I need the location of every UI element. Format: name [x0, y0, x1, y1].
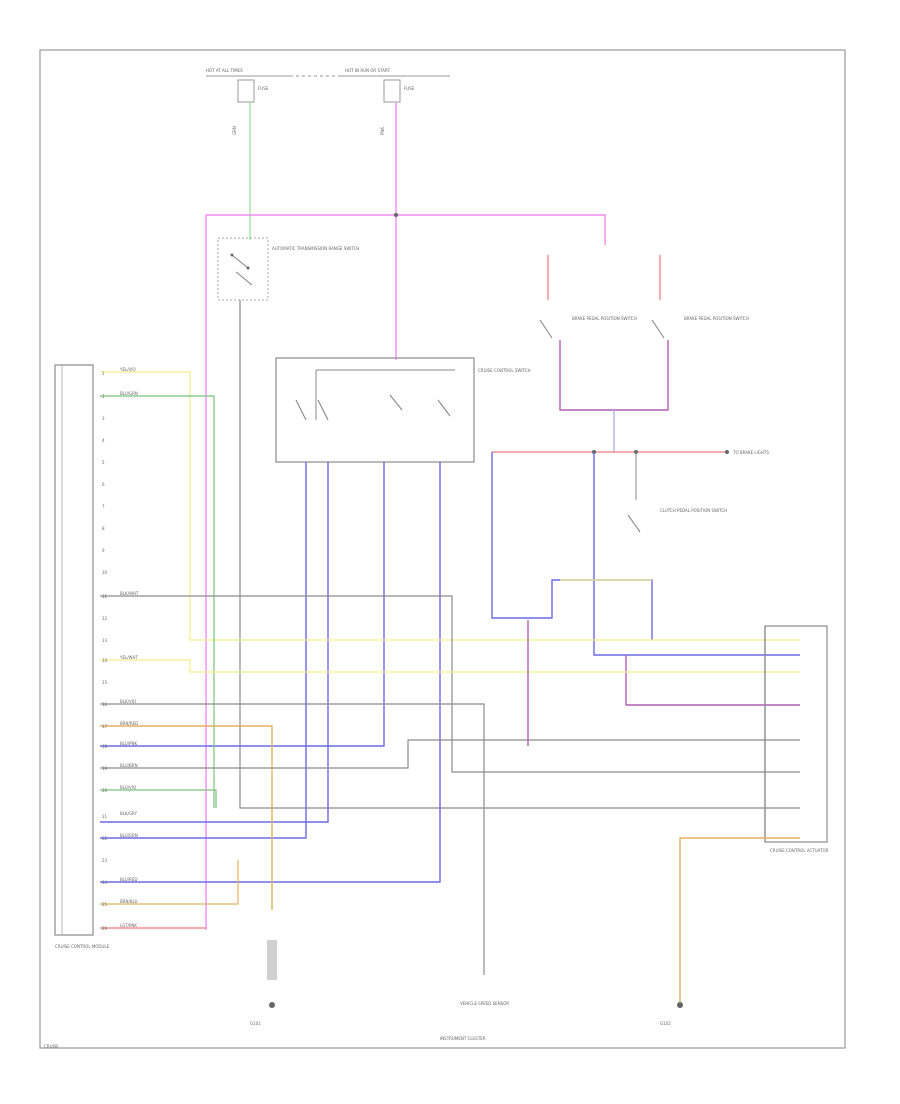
wire-purple-brake — [559, 340, 669, 411]
wire-blue-3 — [100, 462, 385, 747]
svg-text:LGT/PNK: LGT/PNK — [120, 923, 137, 928]
page-id: CRUISE — [44, 1044, 59, 1049]
power-feeds: HOT AT ALL TIMES HOT IN RUN OR START FUS… — [206, 68, 450, 135]
wire-orange-2 — [679, 837, 800, 1005]
svg-text:14: 14 — [102, 658, 108, 663]
wire-green-1 — [100, 395, 215, 808]
svg-text:10: 10 — [102, 570, 108, 575]
svg-text:BLU/BRN: BLU/BRN — [120, 763, 138, 768]
svg-text:BLU/GRN: BLU/GRN — [120, 833, 138, 838]
wire-blue-module — [593, 452, 800, 656]
svg-text:19: 19 — [102, 766, 108, 771]
svg-text:16: 16 — [102, 702, 108, 707]
svg-text:12: 12 — [102, 616, 108, 621]
svg-text:7: 7 — [102, 504, 105, 509]
svg-text:22: 22 — [102, 836, 108, 841]
wire-blue-loop — [491, 452, 653, 640]
trans-range-switch: AUTOMATIC TRANSMISSION RANGE SWITCH — [217, 237, 359, 301]
svg-text:20: 20 — [102, 788, 108, 793]
svg-text:YEL/WHT: YEL/WHT — [119, 655, 139, 660]
brake-right-label: BRAKE PEDAL POSITION SWITCH — [684, 316, 749, 321]
wire-yellow-2 — [100, 659, 800, 673]
fuse-left-label: FUSE — [258, 86, 269, 91]
instrument-cluster: VEHICLE SPEED SENSOR INSTRUMENT CLUSTER — [440, 912, 509, 1041]
top-left-connector-label: HOT AT ALL TIMES — [206, 68, 243, 73]
clutch-switch: CLUTCH PEDAL POSITION SWITCH — [627, 452, 727, 533]
wire-blue-2 — [100, 462, 329, 823]
ecm-label: CRUISE CONTROL MODULE — [55, 944, 110, 949]
diagram-frame — [39, 49, 846, 1049]
svg-text:4: 4 — [102, 438, 105, 443]
actuator-label: CRUISE CONTROL ACTUATOR — [770, 848, 829, 853]
clutch-label: CLUTCH PEDAL POSITION SWITCH — [660, 508, 727, 513]
ecm-pin-numbers: 1 2 3 4 5 6 7 8 9 10 11 12 13 14 15 16 1… — [102, 371, 108, 931]
brake-switch-left: BRAKE PEDAL POSITION SWITCH — [539, 255, 637, 339]
fuse-right — [383, 79, 401, 103]
svg-text:21: 21 — [102, 814, 108, 819]
wire-label-grn: GRN — [232, 126, 237, 135]
vss-ground: G101 — [250, 940, 277, 1026]
svg-text:BRN/BLU: BRN/BLU — [120, 899, 138, 904]
cluster-label: INSTRUMENT CLUSTER — [440, 1036, 486, 1041]
svg-text:13: 13 — [102, 638, 108, 643]
cruise-switch-label: CRUISE CONTROL SWITCH — [478, 368, 531, 373]
splice-pink — [394, 213, 398, 217]
right-ground: G102 — [660, 1002, 683, 1026]
cruise-actuator: CRUISE CONTROL ACTUATOR — [764, 625, 829, 853]
svg-text:2: 2 — [102, 394, 105, 399]
svg-text:BRN/RED: BRN/RED — [120, 721, 138, 726]
svg-text:11: 11 — [102, 594, 108, 599]
svg-text:3: 3 — [102, 416, 105, 421]
ecm-module: CRUISE CONTROL MODULE — [54, 364, 110, 949]
wire-gray-1 — [100, 595, 800, 773]
svg-text:BLU/PNK: BLU/PNK — [120, 741, 137, 746]
brake-left-label: BRAKE PEDAL POSITION SWITCH — [572, 316, 637, 321]
cruise-control-switch: CRUISE CONTROL SWITCH — [275, 357, 531, 463]
svg-text:8: 8 — [102, 526, 105, 531]
svg-text:BLU/RED: BLU/RED — [120, 877, 137, 882]
fuse-left — [237, 79, 255, 103]
svg-text:15: 15 — [102, 680, 108, 685]
svg-text:9: 9 — [102, 548, 105, 553]
svg-text:17: 17 — [102, 724, 108, 729]
trans-switch-label: AUTOMATIC TRANSMISSION RANGE SWITCH — [272, 246, 359, 251]
svg-text:24: 24 — [102, 880, 108, 885]
wire-gray-3 — [100, 739, 800, 769]
svg-text:18: 18 — [102, 744, 108, 749]
svg-text:25: 25 — [102, 902, 108, 907]
svg-text:BLU/VIO: BLU/VIO — [120, 785, 136, 790]
brake-switch-right: BRAKE PEDAL POSITION SWITCH — [651, 255, 749, 339]
svg-text:BLK/WHT: BLK/WHT — [120, 591, 139, 596]
svg-text:1: 1 — [102, 371, 105, 376]
svg-text:BLU/GRN: BLU/GRN — [120, 391, 138, 396]
wire-trans-out — [239, 300, 800, 809]
vss-label: VEHICLE SPEED SENSOR — [460, 1001, 509, 1006]
ground-left-label: G101 — [250, 1021, 261, 1026]
top-right-connector-label: HOT IN RUN OR START — [345, 68, 390, 73]
fuse-right-label: FUSE — [404, 86, 415, 91]
svg-text:BLK/VIO: BLK/VIO — [120, 699, 136, 704]
svg-text:6: 6 — [102, 482, 105, 487]
svg-text:YEL/VIO: YEL/VIO — [119, 367, 136, 372]
wire-color-labels: YEL/VIO BLU/GRN BLK/WHT YEL/WHT BLK/VIO … — [119, 367, 139, 928]
svg-text:5: 5 — [102, 460, 105, 465]
wire-yellow-1 — [100, 371, 800, 641]
wire-pink-bus — [205, 214, 606, 930]
stoplamp-label: TO BRAKE LIGHTS — [732, 450, 769, 455]
wire-purple-module — [625, 655, 800, 706]
svg-text:23: 23 — [102, 858, 108, 863]
wire-orange-1 — [100, 725, 273, 910]
wire-blue-4 — [100, 462, 441, 883]
svg-text:26: 26 — [102, 926, 108, 931]
ground-right-label: G102 — [660, 1021, 671, 1026]
svg-text:BLK/GRY: BLK/GRY — [120, 811, 138, 816]
wire-blue-1 — [100, 462, 307, 839]
wire-label-pnk: PNK — [380, 127, 385, 135]
wire-gray-2 — [100, 703, 485, 912]
